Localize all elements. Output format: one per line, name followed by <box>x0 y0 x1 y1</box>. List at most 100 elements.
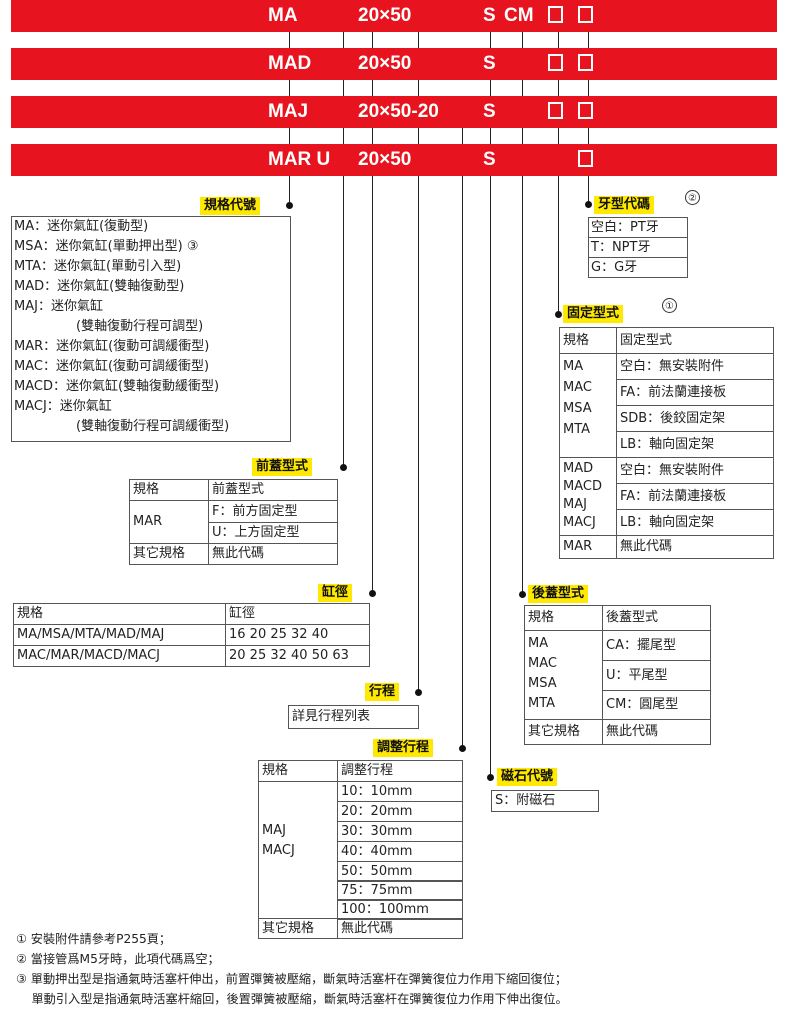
adj-h1: 規格 <box>258 760 338 782</box>
connector-line <box>462 100 463 750</box>
mount-opt: LB：軸向固定架 <box>616 431 774 458</box>
mount-opt: SDB：後鉸固定架 <box>616 405 774 432</box>
spec-row: MACD：迷你氣缸(雙軸復動緩衝型) <box>14 379 220 394</box>
connector-line <box>490 18 491 780</box>
rear-other-v: 無此代碼 <box>602 719 711 745</box>
mount-g1-specs: MA MAC MSA MTA <box>559 353 617 458</box>
front-h2: 前蓋型式 <box>208 479 338 501</box>
connector-dot <box>415 689 422 696</box>
mount-g3-spec: MAR <box>559 535 617 559</box>
footnote: ① 安裝附件請參考P255頁； <box>16 932 172 946</box>
thread-code-label: 牙型代碼 <box>594 196 655 214</box>
spec-row: MAC：迷你氣缸(復動可調緩衝型) <box>14 359 210 374</box>
adj-opt: 10：10mm <box>337 781 463 802</box>
thread-opt: T：NPT牙 <box>588 237 688 258</box>
spec-row: MACJ：迷你氣缸 <box>14 399 112 414</box>
stroke-label: 行程 <box>365 683 400 701</box>
spec-row: MAR：迷你氣缸(復動可調緩衝型) <box>14 339 210 354</box>
footnote: 單動引入型是指通氣時活塞杆縮回，後置彈簧被壓縮，斷氣時活塞杆在彈簧復位力作用下伸… <box>16 992 568 1006</box>
placeholder-box <box>578 102 593 119</box>
spec-cell: MAC <box>563 380 592 395</box>
spec-cell: MSA <box>563 401 592 416</box>
model-bar-ma: MA 20×50 S CM <box>11 0 777 32</box>
front-spec: MAR <box>129 500 209 544</box>
adj-opt: 30：30mm <box>337 821 463 842</box>
bar-series: MAR U <box>268 149 331 170</box>
connector-line <box>522 18 523 596</box>
front-other: 其它規格 <box>129 543 209 565</box>
mount-opt: LB：軸向固定架 <box>616 509 774 536</box>
adj-h2: 調整行程 <box>337 760 463 782</box>
placeholder-box <box>578 6 593 23</box>
mount-label: 固定型式 <box>563 305 624 323</box>
spec-cell: MA <box>563 359 584 374</box>
rear-h2: 後蓋型式 <box>602 605 711 631</box>
bar-series: MAD <box>268 53 312 74</box>
spec-row: MSA：迷你氣缸(單動押出型) ③ <box>14 239 199 254</box>
bar-series: MAJ <box>268 101 309 122</box>
connector-line <box>343 18 344 468</box>
rear-opt: CM：圓尾型 <box>602 690 711 720</box>
placeholder-box <box>548 102 563 119</box>
adj-specs: MAJ MACJ <box>258 781 338 919</box>
placeholder-box <box>548 54 563 71</box>
spec-row: MAD：迷你氣缸(雙軸復動型) <box>14 279 185 294</box>
bore-value: 20 25 32 40 50 63 <box>225 645 370 667</box>
bar-cm: CM <box>504 5 534 26</box>
mount-opt: FA：前法蘭連接板 <box>616 483 774 510</box>
rear-specs: MA MAC MSA MTA <box>524 630 603 720</box>
spec-cell: MACJ <box>262 843 295 858</box>
model-bar-mar: MAR U 20×50 S <box>11 144 777 176</box>
adj-opt: 20：20mm <box>337 801 463 822</box>
front-h1: 規格 <box>129 479 209 501</box>
magnet-label: 磁石代號 <box>497 768 558 786</box>
bore-h2: 缸徑 <box>225 603 370 625</box>
note-mark-1: ① <box>662 298 677 313</box>
spec-cell: MAD <box>563 461 594 476</box>
spec-cell: MACD <box>563 479 602 494</box>
bore-spec: MA/MSA/MTA/MAD/MAJ <box>13 624 226 646</box>
mount-opt: 無此代碼 <box>616 535 774 559</box>
front-other-v: 無此代碼 <box>208 543 338 565</box>
rear-opt: CA：擺尾型 <box>602 630 711 661</box>
bar-size: 20×50 <box>358 53 412 74</box>
adj-other-v: 無此代碼 <box>337 918 463 939</box>
adj-opt: 40：40mm <box>337 841 463 862</box>
bore-spec: MAC/MAR/MACD/MACJ <box>13 645 226 667</box>
footnote: ③ 單動押出型是指通氣時活塞杆伸出，前置彈簧被壓縮，斷氣時活塞杆在彈簧復位力作用… <box>16 972 568 986</box>
magnet-box: S：附磁石 <box>491 790 599 812</box>
adjust-stroke-label: 調整行程 <box>373 739 434 757</box>
bore-h1: 規格 <box>13 603 226 625</box>
bore-value: 16 20 25 32 40 <box>225 624 370 646</box>
connector-line <box>372 18 373 595</box>
mount-h1: 規格 <box>559 327 617 354</box>
bar-s: S <box>483 101 496 122</box>
spec-row: MTA：迷你氣缸(單動引入型) <box>14 259 182 274</box>
connector-dot <box>585 201 592 208</box>
model-bar-mad: MAD 20×50 S <box>11 48 777 80</box>
connector-line <box>418 18 419 693</box>
spec-cell: MA <box>528 636 549 651</box>
bar-size: 20×50 <box>358 149 412 170</box>
mount-opt: FA：前法蘭連接板 <box>616 379 774 406</box>
connector-dot <box>555 311 562 318</box>
bar-size: 20×50 <box>358 5 412 26</box>
spec-code-box: MA：迷你氣缸(復動型) MSA：迷你氣缸(單動押出型) ③ MTA：迷你氣缸(… <box>11 216 291 442</box>
mount-opt: 空白：無安裝附件 <box>616 457 774 484</box>
spec-cell: MAC <box>528 656 557 671</box>
mount-g2-specs: MAD MACD MAJ MACJ <box>559 457 617 536</box>
bar-s: S <box>483 53 496 74</box>
connector-dot <box>487 774 494 781</box>
spec-code-label: 規格代號 <box>200 197 261 215</box>
spec-row: MAJ：迷你氣缸 <box>14 299 103 314</box>
rear-opt: U：平尾型 <box>602 660 711 691</box>
note-mark-2: ② <box>685 190 700 205</box>
connector-dot <box>519 591 526 598</box>
rear-other: 其它規格 <box>524 719 603 745</box>
placeholder-box <box>578 150 593 167</box>
thread-table: 空白：PT牙 T：NPT牙 G：G牙 <box>588 217 688 278</box>
spec-cell: MSA <box>528 676 557 691</box>
bar-series: MA <box>268 5 298 26</box>
spec-row: (雙軸復動行程可調緩衝型) <box>76 419 230 434</box>
spec-cell: MTA <box>528 696 556 711</box>
